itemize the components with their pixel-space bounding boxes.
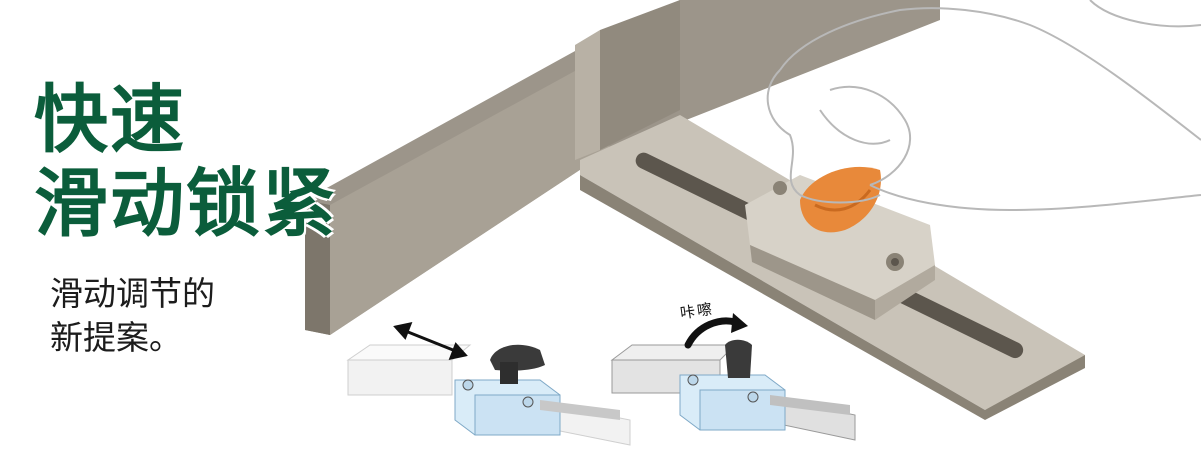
headline: 快速 滑动锁紧 <box>34 78 338 246</box>
subtext-line-2: 新提案。 <box>50 318 182 357</box>
bracket-fence <box>305 0 940 335</box>
subtext: 滑动调节的 新提案。 <box>50 272 215 360</box>
clamp-diagram-slide <box>346 344 631 446</box>
double-arrow-icon <box>393 321 468 361</box>
headline-line-2: 滑动锁紧 <box>34 161 338 247</box>
headline-line-1: 快速 <box>34 77 186 163</box>
hand-outline <box>766 0 1201 212</box>
clamp-diagram-lock <box>610 339 856 441</box>
subtext-line-1: 滑动调节的 <box>50 274 215 313</box>
curved-arrow-icon <box>684 313 748 349</box>
sliding-clamp <box>745 175 935 320</box>
orange-knob <box>800 166 881 233</box>
